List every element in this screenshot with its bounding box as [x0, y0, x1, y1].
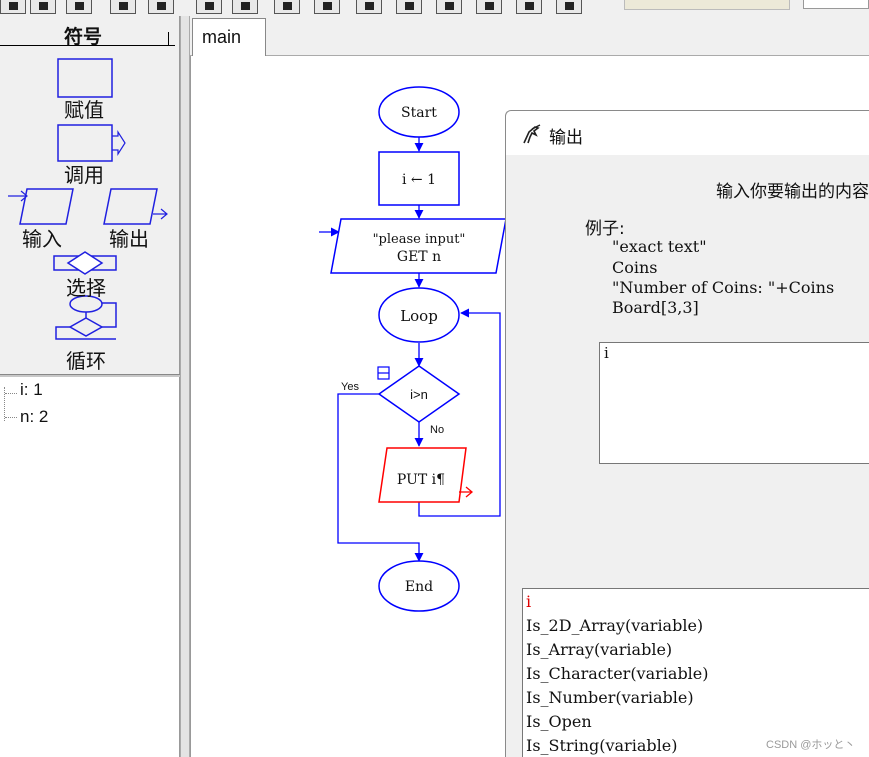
- print-icon[interactable]: [232, 0, 258, 14]
- toolbar: [0, 0, 869, 16]
- vertical-splitter[interactable]: [180, 16, 190, 757]
- save-icon[interactable]: [66, 0, 92, 14]
- input-symbol-label[interactable]: 输入: [22, 227, 62, 251]
- end-terminal: [378, 560, 460, 612]
- symbol-shapes: [8, 58, 168, 340]
- selection-symbol-icon: [53, 251, 117, 275]
- loop-label: Loop: [400, 307, 438, 325]
- open-file-icon[interactable]: [30, 0, 56, 14]
- output-dialog: 输出 输入你要输出的内容 例子: "exact text" Coins "Num…: [505, 110, 869, 757]
- input-var-label: GET n: [397, 249, 441, 265]
- tools-icon[interactable]: [516, 0, 542, 14]
- raptor-icon: [523, 124, 541, 144]
- assignment-label: i ← 1: [402, 172, 436, 188]
- loop-oval: [378, 287, 460, 343]
- dialog-title: 输出: [549, 128, 583, 148]
- suggestion-item[interactable]: Is_Array(variable): [526, 640, 673, 659]
- new-file-icon[interactable]: [0, 0, 26, 14]
- panel-splitter[interactable]: [0, 374, 180, 377]
- yes-label: Yes: [341, 381, 359, 393]
- suggestion-list[interactable]: i Is_2D_Array(variable) Is_Array(variabl…: [522, 588, 869, 757]
- exit-connector: [337, 393, 424, 562]
- input-prompt-label: "please input": [373, 232, 466, 247]
- speed-slider[interactable]: [624, 0, 790, 10]
- output-label: PUT i¶: [397, 472, 445, 488]
- output-text-input[interactable]: i: [599, 342, 869, 464]
- variables-panel: i: 1 n: 2: [0, 377, 180, 757]
- variable-item[interactable]: i: 1: [20, 380, 43, 399]
- start-label: Start: [401, 105, 437, 121]
- collapse-icon: [377, 366, 390, 380]
- step-icon[interactable]: [476, 0, 502, 14]
- zoom-field[interactable]: [803, 0, 869, 9]
- loop-symbol-label[interactable]: 循环: [66, 349, 106, 373]
- dialog-prompt: 输入你要输出的内容: [716, 182, 869, 202]
- example-line: Coins: [612, 258, 658, 277]
- example-line: "Number of Coins: "+Coins: [612, 278, 835, 297]
- tab-main[interactable]: main: [192, 18, 266, 56]
- symbol-panel-header: 符号: [0, 20, 175, 48]
- run-icon[interactable]: [356, 0, 382, 14]
- redo-icon[interactable]: [314, 0, 340, 14]
- assignment-box: [378, 151, 460, 206]
- pencil-icon[interactable]: [556, 0, 582, 14]
- decision-diamond: [377, 365, 461, 423]
- example-line: Board[3,3]: [612, 298, 699, 317]
- start-terminal: [378, 86, 460, 138]
- end-label: End: [405, 579, 433, 595]
- suggestion-item[interactable]: Is_String(variable): [526, 736, 678, 755]
- input-box: [330, 218, 507, 274]
- suggestion-item[interactable]: Is_Open: [526, 712, 592, 731]
- example-header: 例子:: [585, 219, 625, 239]
- tab-main-label: main: [202, 27, 242, 47]
- suggestion-item[interactable]: Is_Number(variable): [526, 688, 694, 707]
- selection-symbol-label[interactable]: 选择: [66, 276, 106, 300]
- output-box: [378, 447, 467, 503]
- stop-icon[interactable]: [436, 0, 462, 14]
- undo-icon[interactable]: [274, 0, 300, 14]
- output-symbol-label[interactable]: 输出: [109, 227, 149, 251]
- symbol-panel: 符号: [0, 16, 180, 374]
- call-symbol-icon: [57, 124, 126, 162]
- suggestion-item[interactable]: Is_2D_Array(variable): [526, 616, 704, 635]
- dialog-titlebar[interactable]: 输出: [506, 111, 869, 155]
- copy-icon[interactable]: [148, 0, 174, 14]
- assignment-symbol-icon: [57, 58, 113, 98]
- variable-item[interactable]: n: 2: [20, 407, 49, 426]
- no-label: No: [430, 424, 444, 436]
- suggestion-item[interactable]: i: [526, 592, 532, 611]
- loop-symbol-icon: [55, 295, 117, 340]
- decision-label: i>n: [410, 387, 428, 402]
- watermark: CSDN @ホッと丶: [766, 739, 856, 751]
- cut-icon[interactable]: [110, 0, 136, 14]
- output-symbol-icon: [103, 188, 168, 225]
- loop-back-connector: [418, 308, 501, 517]
- suggestion-item[interactable]: Is_Character(variable): [526, 664, 709, 683]
- paste-icon[interactable]: [196, 0, 222, 14]
- output-text-value: i: [604, 344, 609, 362]
- tree-lines: [4, 387, 18, 421]
- assignment-symbol-label[interactable]: 赋值: [64, 98, 104, 122]
- pause-icon[interactable]: [396, 0, 422, 14]
- input-symbol-icon: [8, 188, 74, 225]
- example-line: "exact text": [612, 237, 707, 256]
- call-symbol-label[interactable]: 调用: [64, 163, 104, 187]
- tab-strip: main: [190, 16, 869, 56]
- flowchart: Start i ← 1 "please input" GET n Loop i>…: [319, 86, 507, 612]
- symbol-panel-title: 符号: [64, 26, 103, 48]
